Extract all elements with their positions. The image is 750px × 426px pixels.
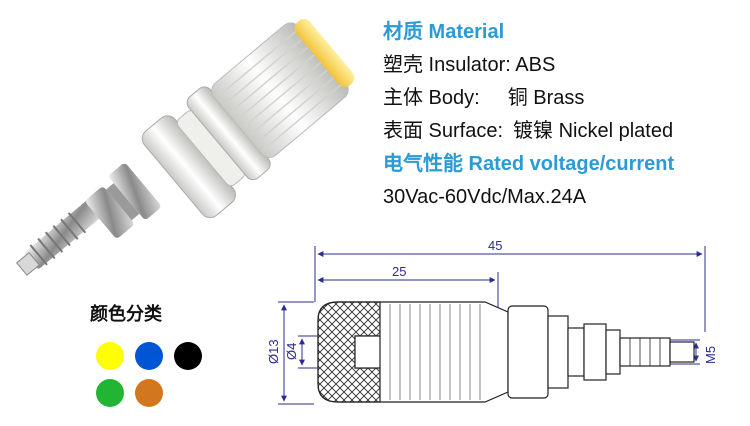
surface-label: 表面 Surface:: [383, 120, 504, 142]
product-photo: [16, 19, 355, 276]
bore-diameter-label: Ø4: [284, 343, 299, 360]
rating-heading: 电气性能 Rated voltage/current: [383, 153, 675, 175]
swatch-green[interactable]: [96, 379, 124, 407]
hex-nuts: [86, 163, 161, 238]
rating-value: 30Vac-60Vdc/Max.24A: [383, 186, 587, 208]
body-label: 主体 Body:: [383, 87, 480, 109]
overall-length-label: 45: [488, 238, 502, 253]
head-length-label: 25: [392, 264, 406, 279]
spec-list: 材质 Material 塑壳 Insulator: ABS 主体 Body: 铜 …: [383, 16, 743, 214]
body-spec: 主体 Body: 铜 Brass: [383, 82, 743, 115]
body-value: 铜 Brass: [507, 87, 585, 109]
swatch-blue[interactable]: [135, 342, 163, 370]
swatch-black[interactable]: [174, 342, 202, 370]
insulator-spec: 塑壳 Insulator: ABS: [383, 54, 556, 76]
color-options-title: 颜色分类: [90, 304, 162, 325]
thread-label: M5: [703, 346, 718, 364]
dimension-drawing: 45 25 Ø13 Ø4 M5: [266, 238, 718, 405]
insulator-body: [141, 19, 355, 219]
swatch-orange[interactable]: [135, 379, 163, 407]
surface-value: 镀镍 Nickel plated: [513, 120, 674, 142]
threaded-stud: [16, 199, 103, 276]
surface-spec: 表面 Surface: 镀镍 Nickel plated: [383, 115, 743, 148]
material-heading: 材质 Material: [383, 21, 505, 43]
swatch-yellow[interactable]: [96, 342, 124, 370]
head-diameter-label: Ø13: [266, 339, 281, 364]
